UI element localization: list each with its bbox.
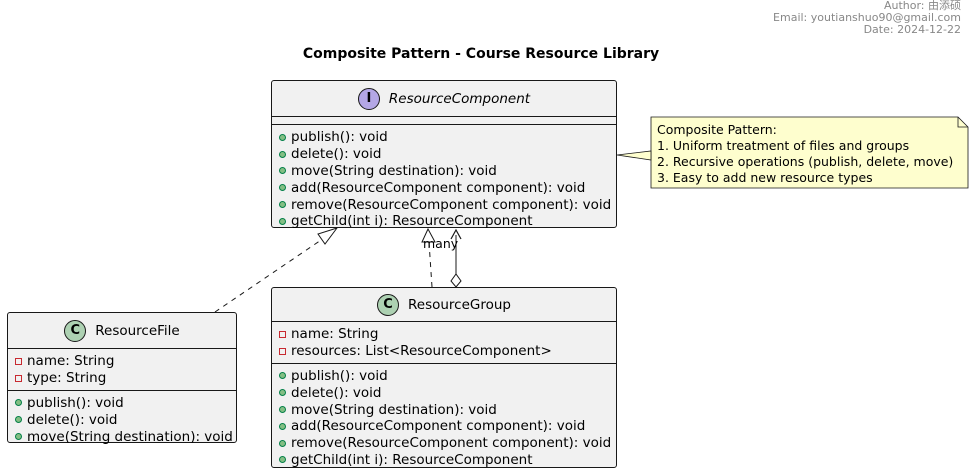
public-icon (279, 389, 286, 397)
file-realization-line (214, 235, 328, 313)
method-row: add(ResourceComponent component): void (272, 179, 616, 196)
class-name: ResourceFile (95, 322, 180, 339)
diagram-title: Composite Pattern - Course Resource Libr… (302, 46, 660, 62)
class-header: C ResourceFile (8, 313, 236, 348)
group-realization-line (428, 241, 433, 288)
public-icon (15, 416, 22, 424)
note-fold (957, 117, 968, 128)
methods-section: publish(): void delete(): void move(Stri… (272, 124, 616, 233)
field-row: type: String (8, 370, 236, 387)
field-row: name: String (8, 353, 236, 370)
public-icon (279, 439, 286, 447)
public-icon (15, 433, 22, 441)
field-row: resources: List<ResourceComponent> (272, 343, 616, 360)
class-icon: C (64, 319, 87, 342)
field-row: name: String (272, 326, 616, 343)
method-row: publish(): void (272, 368, 616, 385)
public-icon (279, 217, 286, 225)
public-icon (279, 133, 286, 141)
public-icon (279, 184, 286, 192)
date-text: Date: 2024-12-22 (863, 23, 961, 36)
public-icon (279, 150, 286, 158)
note-connector (616, 150, 652, 161)
fields-section: name: String type: String (8, 348, 236, 390)
method-row: delete(): void (272, 146, 616, 163)
fields-separator (272, 116, 616, 124)
method-row: remove(ResourceComponent component): voi… (272, 435, 616, 452)
class-name: ResourceComponent (388, 90, 531, 107)
private-icon (15, 374, 22, 382)
class-header: I ResourceComponent (272, 81, 616, 116)
public-icon (279, 406, 286, 414)
class-name: ResourceGroup (407, 296, 511, 313)
resource-component-interface: I ResourceComponent publish(): void dele… (271, 80, 617, 229)
class-header: C ResourceGroup (272, 288, 616, 321)
email-text: Email: youtianshuo90@gmail.com (773, 11, 961, 24)
method-row: move(String destination): void (8, 428, 236, 445)
methods-section: publish(): void delete(): void move(Stri… (8, 389, 236, 448)
method-row: move(String destination): void (272, 401, 616, 418)
file-realization-arrowhead (317, 227, 339, 245)
author-text: Author: 由添硕 (883, 0, 961, 12)
note-line: 3. Easy to add new resource types (657, 170, 873, 185)
method-row: delete(): void (8, 411, 236, 428)
method-row: add(ResourceComponent component): void (272, 418, 616, 435)
fields-section: name: String resources: List<ResourceCom… (272, 321, 616, 363)
method-row: getChild(int i): ResourceComponent (272, 213, 616, 230)
method-row: remove(ResourceComponent component): voi… (272, 196, 616, 213)
resource-group-class: C ResourceGroup name: String resources: … (271, 287, 617, 468)
public-icon (279, 372, 286, 380)
note-line: 1. Uniform treatment of files and groups (657, 138, 910, 153)
private-icon (279, 347, 286, 355)
method-row: delete(): void (272, 384, 616, 401)
group-realization-arrowhead (421, 227, 436, 243)
resource-file-class: C ResourceFile name: String type: String… (7, 312, 237, 445)
interface-icon: I (357, 87, 380, 110)
note-shape (650, 116, 969, 189)
public-icon (279, 167, 286, 175)
public-icon (279, 456, 286, 464)
method-row: getChild(int i): ResourceComponent (272, 452, 616, 469)
method-row: publish(): void (272, 129, 616, 146)
aggregation-multiplicity-label: many (423, 236, 459, 251)
class-icon: C (376, 293, 399, 316)
method-row: move(String destination): void (272, 163, 616, 180)
method-row: publish(): void (8, 395, 236, 412)
private-icon (15, 357, 22, 365)
note-line: 2. Recursive operations (publish, delete… (657, 154, 954, 169)
aggregation-arrowhead (450, 228, 462, 240)
public-icon (279, 422, 286, 430)
methods-section: publish(): void delete(): void move(Stri… (272, 362, 616, 472)
private-icon (279, 330, 286, 338)
note-box: Composite Pattern: 1. Uniform treatment … (651, 117, 968, 188)
header-info: Author: 由添硕 Email: youtianshuo90@gmail.c… (773, 0, 961, 36)
public-icon (279, 201, 286, 209)
aggregation-diamond (450, 273, 462, 288)
public-icon (15, 399, 22, 407)
note-line: Composite Pattern: (657, 122, 777, 137)
